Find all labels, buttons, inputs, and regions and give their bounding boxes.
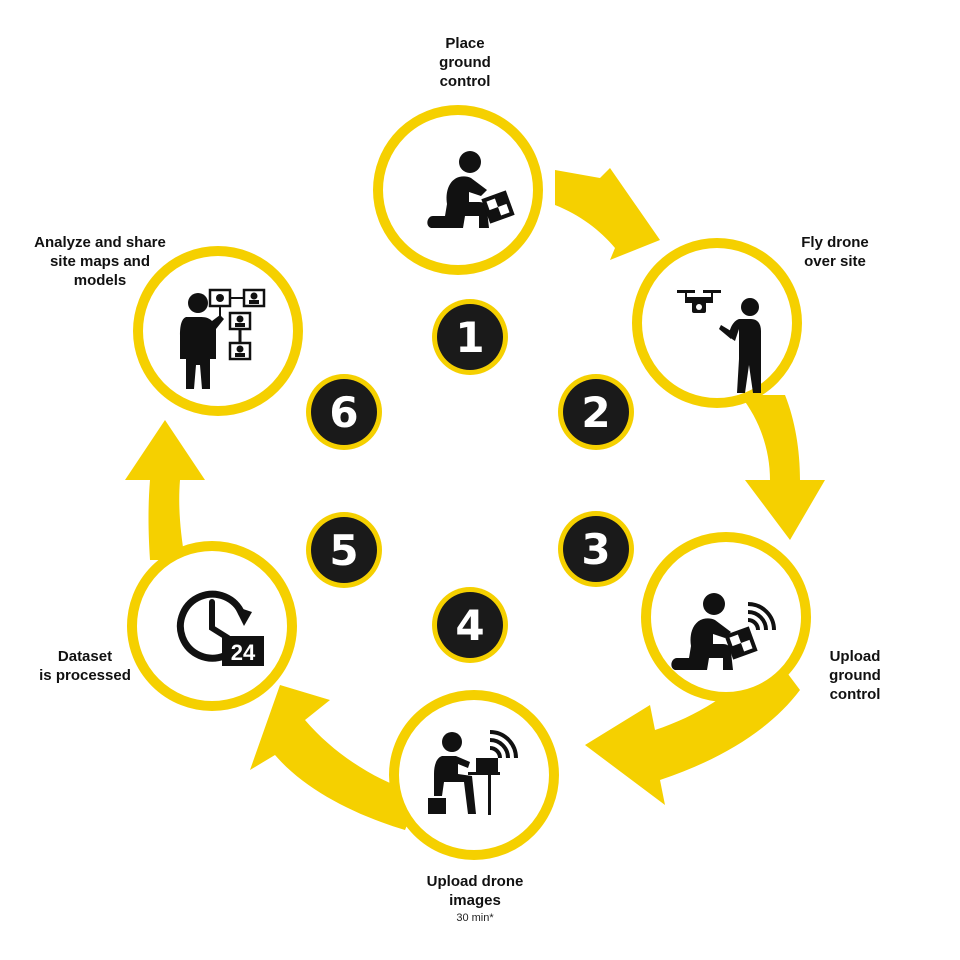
- arrow-2-to-3: [740, 395, 825, 540]
- arrow-4-to-5: [250, 685, 420, 830]
- person-presenting-chart-icon: [180, 288, 266, 389]
- step-5-badge: 5: [306, 512, 382, 588]
- person-laptop-wifi-icon: [428, 730, 518, 815]
- step-4-number: 4: [455, 601, 484, 650]
- step-1-label: Place ground control: [439, 35, 491, 90]
- step-3-badge: 3: [558, 511, 634, 587]
- person-flying-drone-icon: [677, 290, 761, 393]
- step-2-label: Fly drone over site: [801, 234, 869, 270]
- step-6-number: 6: [329, 388, 358, 437]
- step-4-sublabel: 30 min*: [456, 912, 494, 924]
- step-3-number: 3: [581, 525, 610, 574]
- person-kneeling-wifi-marker-icon: [671, 593, 776, 670]
- arrow-1-to-2: [555, 168, 660, 260]
- step-1-number: 1: [455, 313, 484, 362]
- arrow-5-to-6: [125, 420, 205, 560]
- step-5-label: Dataset is processed: [39, 648, 131, 684]
- step-2-badge: 2: [558, 374, 634, 450]
- step-4-label: Upload drone images: [426, 873, 524, 909]
- clock-24-icon: [176, 590, 264, 666]
- step-4-badge: 4: [432, 587, 508, 663]
- person-kneeling-marker-icon: [427, 151, 515, 228]
- step-badges: 1 2 3 4 5 6: [306, 299, 634, 663]
- step-1-badge: 1: [432, 299, 508, 375]
- clock-24-text: 24: [231, 640, 256, 665]
- step-5-number: 5: [329, 526, 358, 575]
- step-2-number: 2: [581, 388, 610, 437]
- step-3-label: Upload ground control: [829, 648, 881, 703]
- step-6-label: Analyze and share site maps and models: [34, 234, 166, 289]
- step-6-badge: 6: [306, 374, 382, 450]
- step-3-circle: [641, 532, 811, 702]
- step-2-circle: [632, 238, 802, 408]
